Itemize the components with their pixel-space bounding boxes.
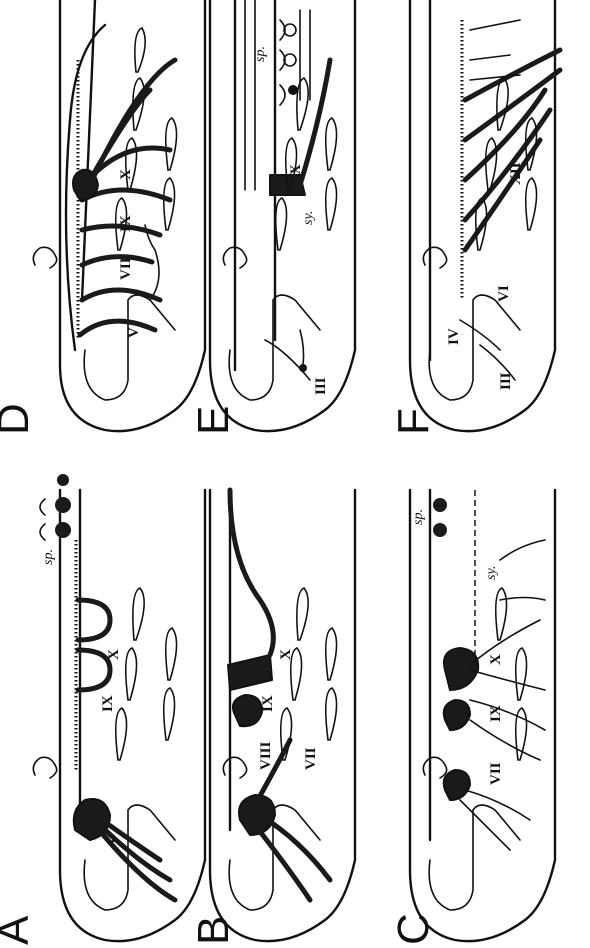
- gill-slits-c: [496, 588, 527, 760]
- label-e-2: sy.: [301, 211, 316, 225]
- panel-letter-c: C: [389, 913, 438, 945]
- label-d-4: X: [118, 169, 134, 180]
- panel-letter-f: F: [389, 408, 438, 435]
- panel-f: F III IV VI XII: [389, 0, 560, 435]
- panel-letter-b: B: [189, 916, 238, 945]
- label-b-2: VIII: [258, 741, 274, 770]
- label-b-3: IX: [260, 695, 276, 712]
- gill-slits-b: [281, 588, 337, 760]
- panel-b: B VII VIII IX X: [189, 490, 355, 945]
- label-c-5: sp.: [411, 509, 426, 525]
- label-e-1: III: [313, 377, 329, 395]
- label-f-4: XII: [508, 162, 524, 185]
- label-f-3: VI: [496, 285, 512, 302]
- spinal-ganglia-e: [280, 10, 310, 105]
- label-a-2: IX: [100, 695, 116, 712]
- nerves-d: [73, 60, 175, 335]
- panel-a: A V IX X sp.: [0, 474, 205, 945]
- label-c-4: sy.: [484, 566, 499, 580]
- label-e-4: sp.: [253, 46, 268, 62]
- label-a-1: V: [106, 834, 122, 845]
- label-b-1: VII: [303, 747, 319, 770]
- panel-letter-e: E: [189, 406, 238, 435]
- label-d-1: V: [126, 327, 142, 338]
- panel-letter-a: A: [0, 915, 38, 945]
- label-f-1: III: [498, 372, 514, 390]
- label-b-4: X: [278, 649, 294, 660]
- panel-e: E III sy. X sp.: [189, 0, 355, 435]
- nerves-b: [228, 490, 330, 900]
- label-c-1: VII: [488, 762, 504, 785]
- nerves-f: [460, 20, 560, 380]
- label-f-2: IV: [446, 328, 462, 345]
- label-c-3: X: [488, 654, 504, 665]
- label-d-3: IX: [118, 215, 134, 232]
- gill-slits-a: [116, 588, 177, 760]
- nerves-c: [433, 498, 545, 850]
- label-e-3: X: [288, 164, 304, 175]
- label-d-2: VII: [118, 257, 134, 280]
- panel-d: D V VII IX X: [0, 0, 205, 435]
- label-c-2: IX: [488, 705, 504, 722]
- label-a-4: sp.: [41, 549, 56, 565]
- label-a-3: X: [106, 649, 122, 660]
- panel-c: C VII IX X sy. sp.: [389, 490, 555, 945]
- panel-letter-d: D: [0, 403, 38, 435]
